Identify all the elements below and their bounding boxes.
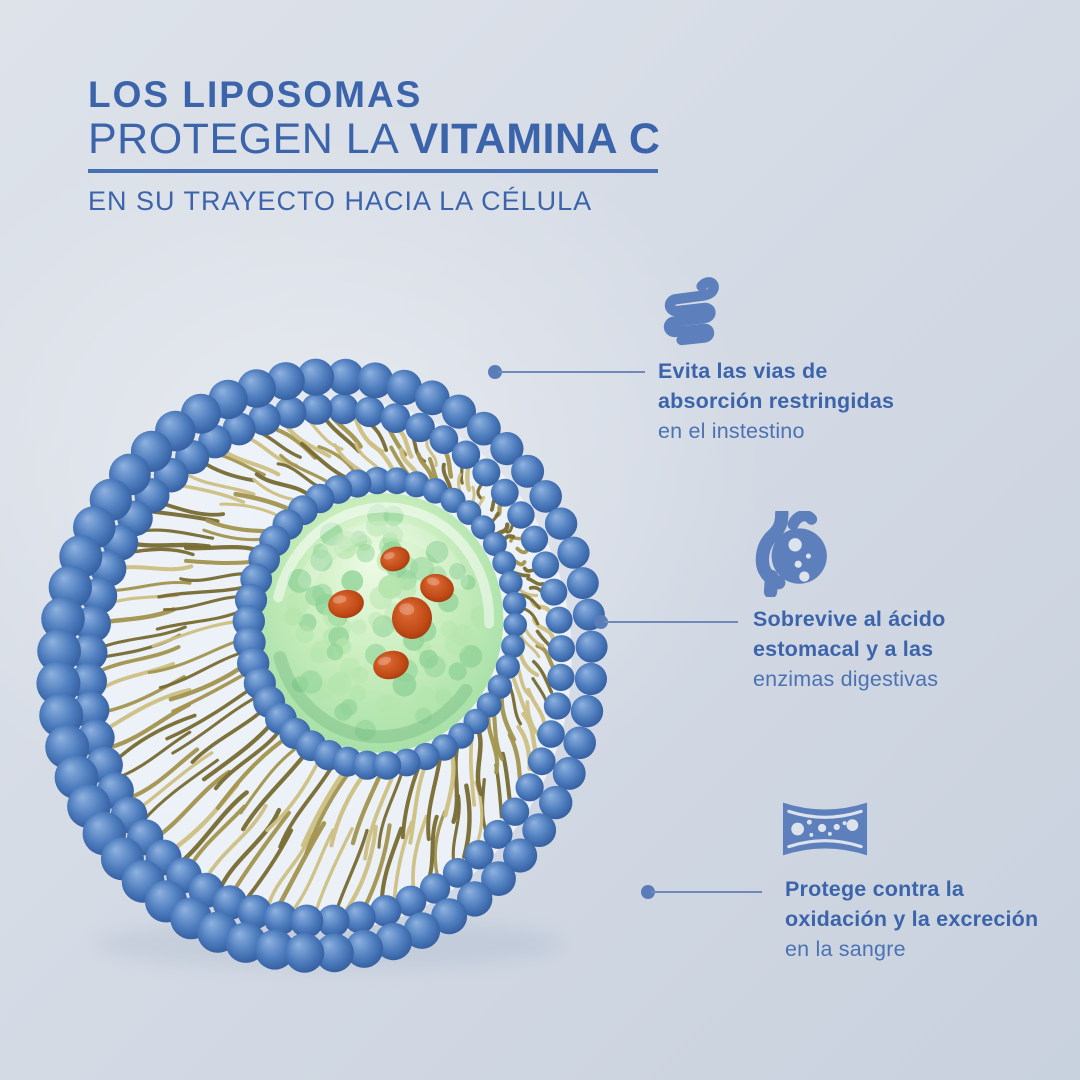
- connector-dot: [488, 365, 502, 379]
- callout-connector-2: [594, 615, 738, 629]
- title-underline: [88, 169, 658, 173]
- vitamin-molecules: [328, 546, 454, 680]
- tagline: EN SU TRAYECTO HACIA LA CÉLULA: [88, 186, 593, 216]
- outer-membrane-outer-row: [36, 358, 608, 973]
- callout-line: en el instestino: [658, 419, 805, 443]
- callout-line: Protege contra la: [785, 877, 965, 901]
- inner-membrane-heads: [232, 466, 527, 780]
- callout-line: Sobrevive al ácido: [753, 607, 946, 631]
- callout-text-3: Protege contra la oxidación y la excreci…: [785, 874, 1038, 964]
- connector-line: [651, 891, 762, 893]
- callout-line: en la sangre: [785, 937, 906, 961]
- title-line2: PROTEGEN LA VITAMINA C: [88, 116, 660, 163]
- blood-vessel-icon: [782, 802, 868, 856]
- callout-line: estomacal y a las: [753, 637, 934, 661]
- page-title: LOS LIPOSOMAS: [88, 74, 423, 115]
- intestine-icon: [663, 277, 719, 346]
- connector-line: [604, 621, 738, 623]
- callout-connector-1: [488, 365, 645, 379]
- stomach-icon: [755, 511, 827, 597]
- callout-text-2: Sobrevive al ácido estomacal y a las enz…: [753, 604, 945, 694]
- header: LOS LIPOSOMAS PROTEGEN LA VITAMINA C EN …: [88, 74, 660, 217]
- callout-line: Evita las vias de: [658, 359, 828, 383]
- connector-dot: [641, 885, 655, 899]
- callout-line: absorción restringidas: [658, 389, 895, 413]
- title-line2-light: PROTEGEN LA: [88, 115, 410, 163]
- title-line2-bold: VITAMINA C: [409, 115, 661, 163]
- outer-membrane-inner-row: [70, 393, 575, 938]
- callout-connector-3: [641, 885, 762, 899]
- callout-line: oxidación y la excreción: [785, 907, 1039, 931]
- connector-line: [498, 371, 645, 373]
- callout-text-1: Evita las vias de absorción restringidas…: [658, 356, 894, 446]
- callout-line: enzimas digestivas: [753, 667, 939, 691]
- connector-dot: [594, 615, 608, 629]
